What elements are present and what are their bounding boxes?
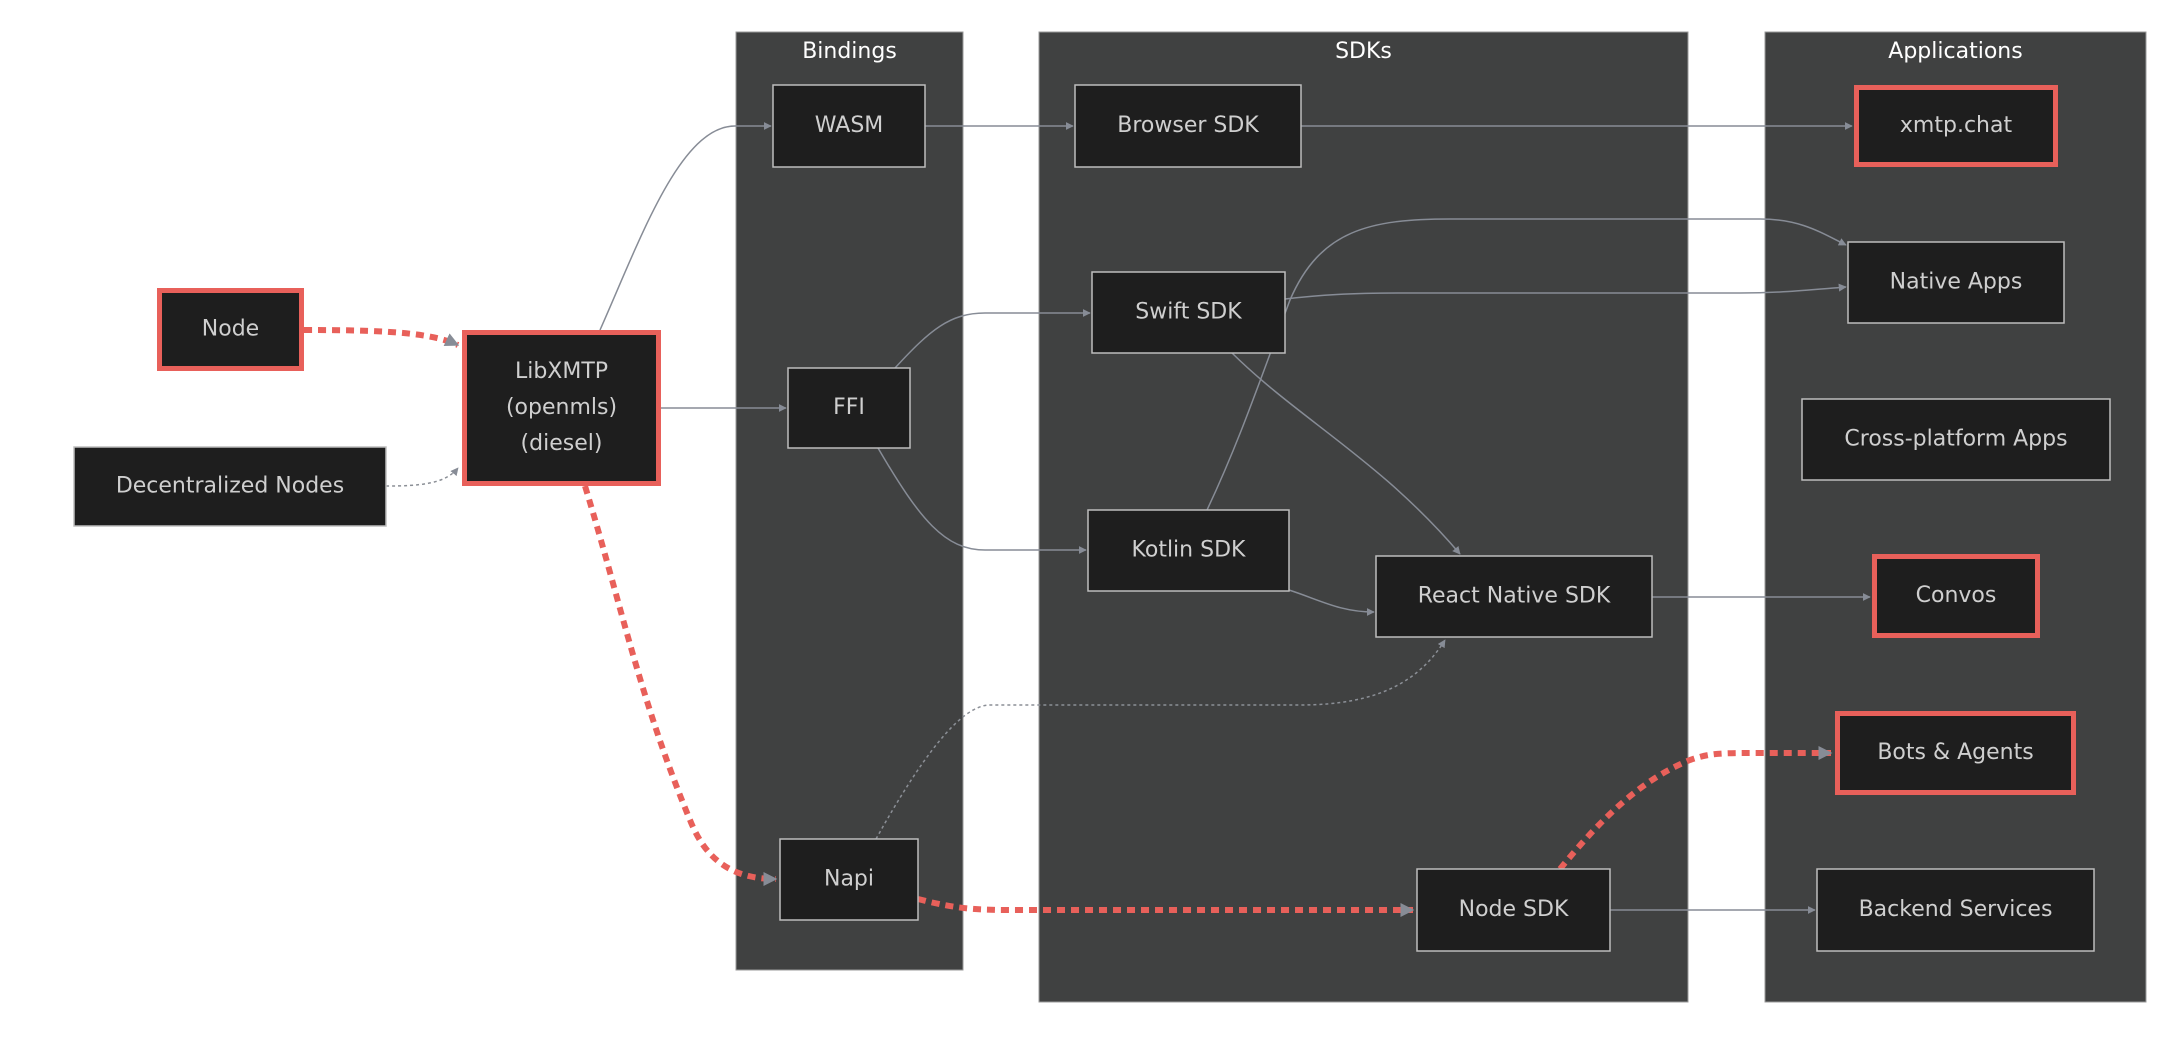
node-node[interactable]: Node [157,288,304,371]
node-box[interactable] [1074,84,1302,168]
node-browser-sdk[interactable]: Browser SDK [1074,84,1302,168]
node-node-sdk[interactable]: Node SDK [1416,868,1611,952]
node-cross-platform-apps[interactable]: Cross-platform Apps [1801,398,2111,481]
node-label: (openmls) [506,395,617,420]
edge-ffi-to-swift-sdk [894,309,1091,369]
cluster-title: Bindings [802,39,897,64]
node-label: Browser SDK [1117,113,1259,138]
node-box[interactable] [1854,85,2058,167]
cluster-title: Applications [1888,39,2022,64]
cluster-applications: Applications [1764,31,2147,1003]
cluster-background [1764,31,2147,1003]
node-label: Decentralized Nodes [116,474,344,499]
node-convos[interactable]: Convos [1872,554,2040,638]
node-box[interactable] [1416,868,1611,952]
node-bots-agents[interactable]: Bots & Agents [1835,711,2076,795]
node-box[interactable] [779,838,919,921]
node-box[interactable] [157,288,304,371]
edge-kotlin-sdk-to-react-native-sdk [1288,589,1375,616]
node-label: Convos [1916,583,1997,608]
node-box[interactable] [462,330,661,486]
edge-ffi-to-kotlin-sdk [877,447,1087,554]
edge-libxmtp-to-napi [582,485,778,886]
node-box[interactable] [1847,241,2065,324]
node-label: Kotlin SDK [1132,538,1246,563]
node-label: Bots & Agents [1877,740,2033,765]
node-ffi[interactable]: FFI [787,367,911,449]
node-xmtp-chat[interactable]: xmtp.chat [1854,85,2058,167]
node-label: Backend Services [1859,897,2053,922]
cluster-bindings: Bindings [735,31,964,971]
node-label: React Native SDK [1418,584,1611,609]
node-label: (diesel) [521,431,603,456]
node-box[interactable] [1835,711,2076,795]
clusters-layer: Bindings SDKs Applications [735,31,2147,1003]
node-box[interactable] [1375,555,1653,638]
node-box[interactable] [1872,554,2040,638]
node-label: LibXMTP [515,359,608,384]
node-label: WASM [815,113,884,138]
node-box[interactable] [1091,271,1286,354]
node-label: Native Apps [1890,270,2023,295]
node-box[interactable] [1816,868,2095,952]
node-napi[interactable]: Napi [779,838,919,921]
node-label: FFI [833,395,865,420]
node-react-native-sdk[interactable]: React Native SDK [1375,555,1653,638]
edge-napi-to-node-sdk [917,896,1415,917]
node-kotlin-sdk[interactable]: Kotlin SDK [1087,509,1290,592]
node-box[interactable] [772,84,926,168]
node-label: Swift SDK [1135,300,1242,325]
node-label: Node SDK [1459,897,1569,922]
edge-napi-to-react-native-sdk [875,639,1446,840]
node-box[interactable] [787,367,911,449]
edge-node-sdk-to-bots-agents [1557,746,1833,871]
edge-node-to-libxmtp [303,327,460,348]
node-libxmtp[interactable]: LibXMTP (openmls) (diesel) [462,330,661,486]
cluster-background [735,31,964,971]
node-label: Napi [824,867,874,892]
node-native-apps[interactable]: Native Apps [1847,241,2065,324]
edge-decentralized-nodes-to-libxmtp [385,467,459,487]
node-swift-sdk[interactable]: Swift SDK [1091,271,1286,354]
edge-swift-sdk-to-react-native-sdk [1231,352,1461,555]
node-label: Node [202,317,259,342]
edges-layer [303,122,1871,917]
node-decentralized-nodes[interactable]: Decentralized Nodes [73,446,387,527]
node-label: xmtp.chat [1900,113,2013,138]
edge-libxmtp-to-wasm [599,122,772,331]
node-label: Cross-platform Apps [1844,427,2067,452]
node-wasm[interactable]: WASM [772,84,926,168]
edge-kotlin-sdk-to-native-apps [1206,218,1847,511]
node-box[interactable] [1801,398,2111,481]
node-box[interactable] [73,446,387,527]
cluster-title: SDKs [1335,39,1392,64]
node-box[interactable] [1087,509,1290,592]
node-backend-services[interactable]: Backend Services [1816,868,2095,952]
edge-swift-sdk-to-native-apps [1284,283,1847,300]
